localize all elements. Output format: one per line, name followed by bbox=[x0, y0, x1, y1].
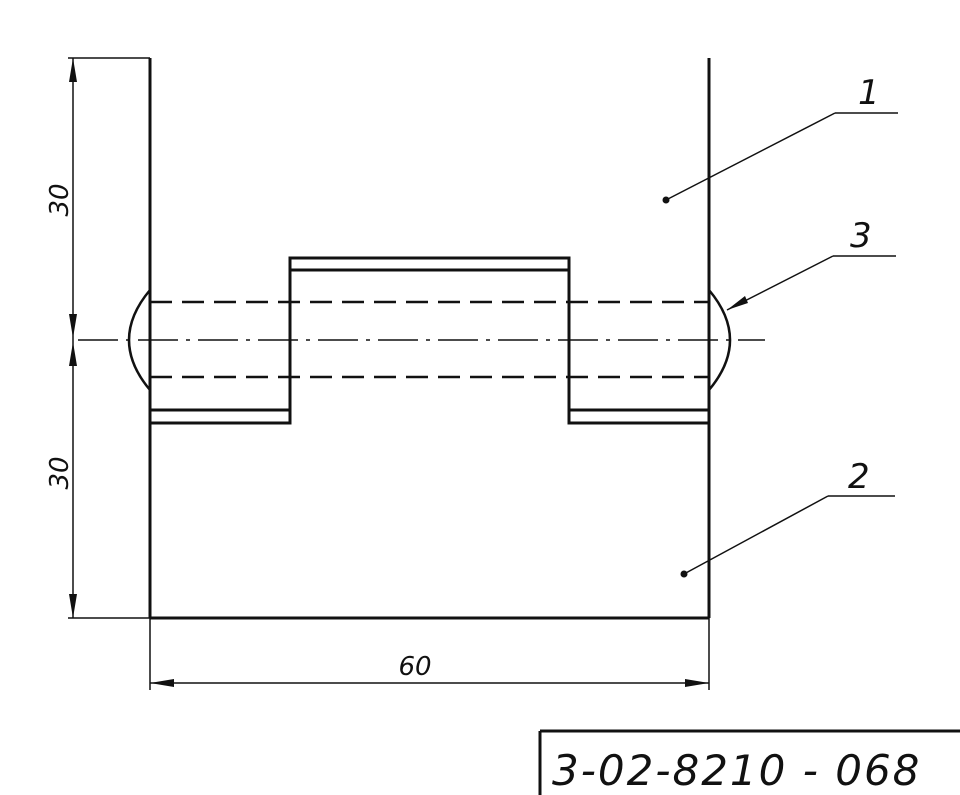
part-number-1: 1 bbox=[858, 73, 880, 113]
hinge-outline bbox=[148, 58, 711, 620]
knuckle-lower-step bbox=[150, 268, 709, 425]
horizontal-dimension bbox=[149, 618, 710, 690]
knuckle-lines bbox=[150, 256, 709, 425]
horizontal-dimension-arrows bbox=[150, 679, 709, 687]
knuckle-upper-step bbox=[150, 256, 709, 412]
part-number-2: 2 bbox=[848, 457, 870, 497]
document-code: 3-02-8210 - 068 bbox=[552, 746, 921, 795]
arrow-left bbox=[150, 679, 174, 687]
pin-hidden-lines bbox=[150, 300, 709, 379]
leader-dots bbox=[662, 196, 688, 578]
vertical-dimension bbox=[68, 57, 150, 619]
leader-1-dot bbox=[662, 196, 670, 204]
title-block bbox=[538, 729, 960, 795]
dimension-width: 60 bbox=[398, 652, 431, 682]
leader-1-line bbox=[665, 112, 836, 201]
vertical-dimension-arrows bbox=[69, 58, 77, 618]
dimension-bottom-height: 30 bbox=[45, 456, 75, 489]
leader-3-arrow bbox=[727, 296, 748, 310]
arrow-bottom bbox=[69, 594, 77, 618]
leader-2-line bbox=[683, 495, 829, 575]
leader-lines bbox=[665, 112, 898, 575]
arrow-mid-lower bbox=[69, 342, 77, 366]
leader-2-dot bbox=[680, 570, 688, 578]
dimension-top-height: 30 bbox=[45, 183, 75, 216]
arrow-top bbox=[69, 58, 77, 82]
arrow-mid-upper bbox=[69, 314, 77, 338]
arrow-right bbox=[685, 679, 709, 687]
part-number-3: 3 bbox=[850, 216, 872, 256]
